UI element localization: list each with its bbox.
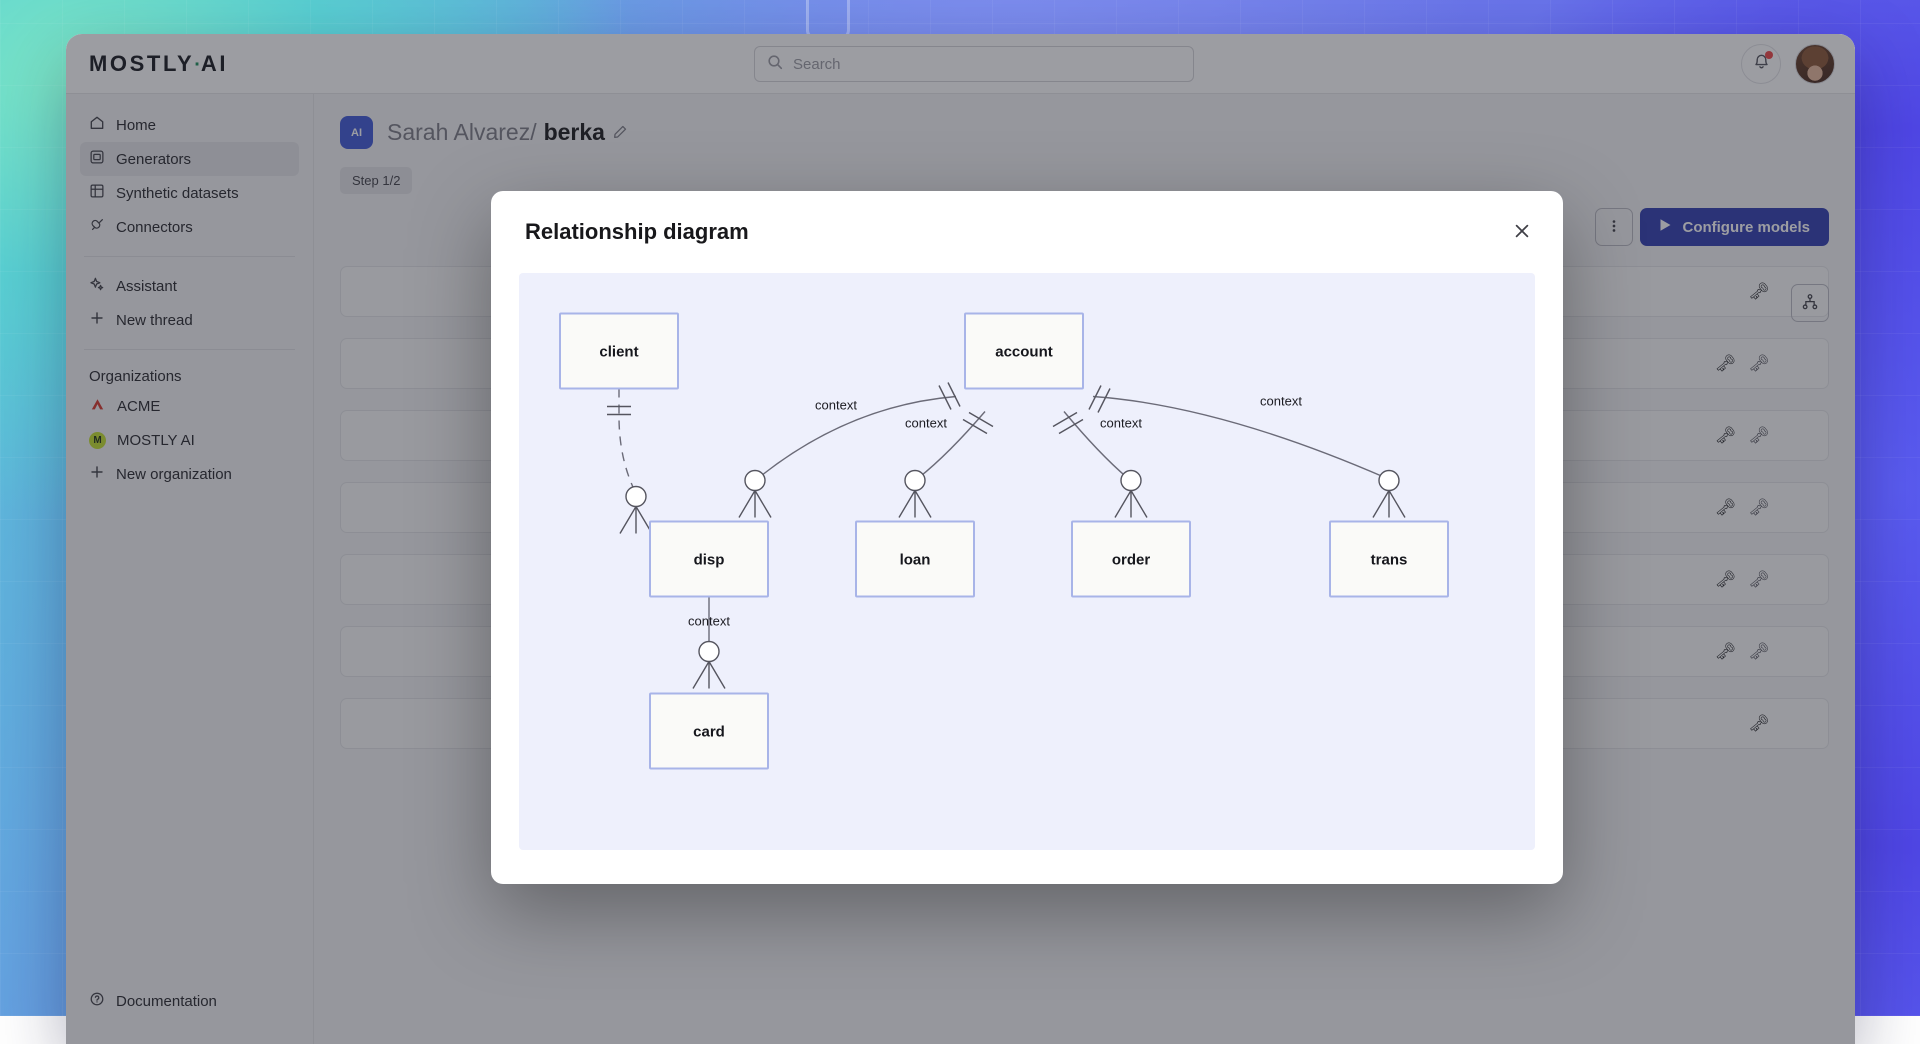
modal-header: Relationship diagram bbox=[491, 191, 1563, 273]
node-loan[interactable]: loan bbox=[856, 522, 974, 597]
edge-account-disp: context bbox=[739, 383, 960, 518]
node-label: disp bbox=[694, 552, 725, 569]
node-label: client bbox=[599, 344, 638, 361]
node-account[interactable]: account bbox=[965, 314, 1083, 389]
edge-label: context bbox=[1100, 416, 1142, 431]
node-trans[interactable]: trans bbox=[1330, 522, 1448, 597]
edge-label: context bbox=[815, 398, 857, 413]
node-order[interactable]: order bbox=[1072, 522, 1190, 597]
node-disp[interactable]: disp bbox=[650, 522, 768, 597]
edge-client-disp bbox=[607, 389, 652, 534]
node-client[interactable]: client bbox=[560, 314, 678, 389]
edge-label: context bbox=[905, 416, 947, 431]
close-button[interactable] bbox=[1505, 215, 1539, 249]
node-label: account bbox=[995, 344, 1053, 361]
node-label: loan bbox=[900, 552, 931, 569]
node-label: trans bbox=[1371, 552, 1408, 569]
node-label: card bbox=[693, 724, 725, 741]
edge-account-loan: context bbox=[899, 412, 993, 518]
node-label: order bbox=[1112, 552, 1151, 569]
edge-label: context bbox=[1260, 394, 1302, 409]
diagram-canvas-wrapper: context context bbox=[491, 273, 1563, 884]
close-icon bbox=[1513, 222, 1531, 243]
node-card[interactable]: card bbox=[650, 694, 768, 769]
diagram-canvas[interactable]: context context bbox=[519, 273, 1535, 850]
edge-account-order: context bbox=[1053, 412, 1147, 518]
erd-svg: context context bbox=[519, 273, 1535, 850]
edge-account-trans: context bbox=[1089, 386, 1405, 518]
relationship-diagram-modal: Relationship diagram bbox=[491, 191, 1563, 884]
app-window: MOSTLY·AI bbox=[66, 34, 1855, 1044]
modal-title: Relationship diagram bbox=[525, 219, 749, 245]
edge-label: context bbox=[688, 614, 730, 629]
